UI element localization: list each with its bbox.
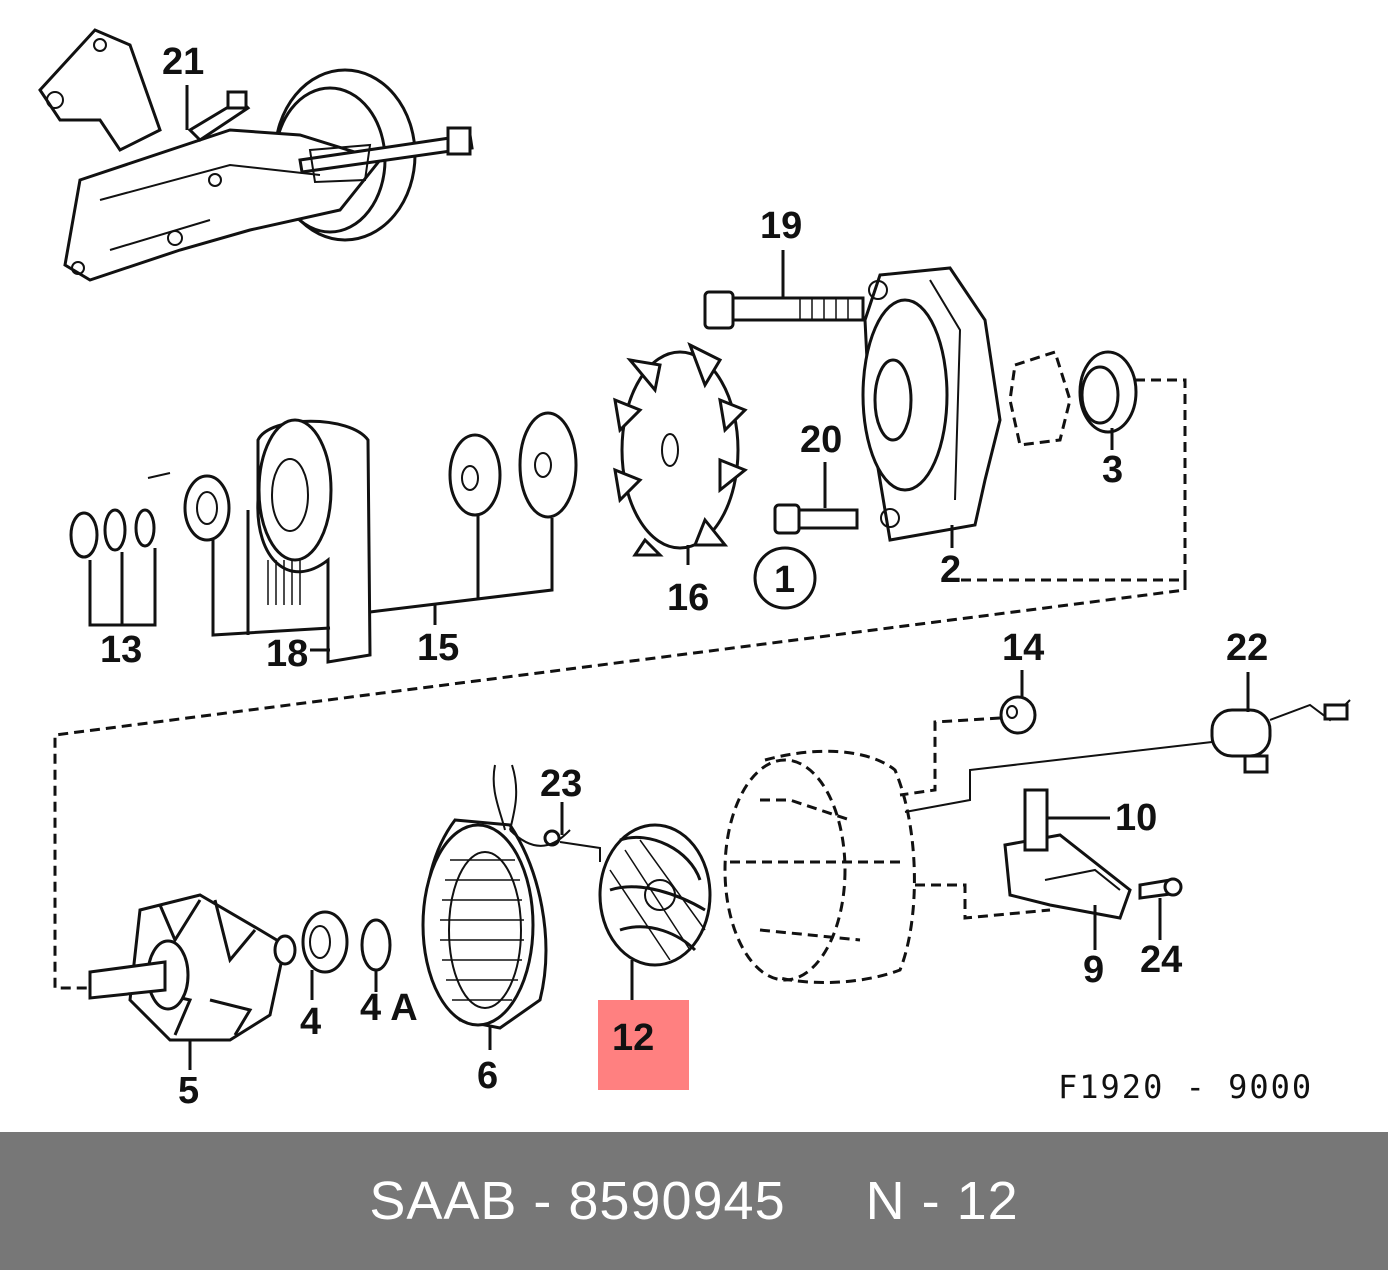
part-label-9: 9 bbox=[1083, 949, 1104, 991]
part-label-19: 19 bbox=[760, 205, 802, 247]
housing-2 bbox=[861, 266, 1002, 548]
part-number-caption: SAAB - 8590945 N - 12 bbox=[369, 1171, 1019, 1231]
part-label-12: 12 bbox=[612, 1017, 654, 1059]
part-label-4a: 4 A bbox=[360, 987, 418, 1029]
highlight-box-12 bbox=[598, 1000, 689, 1090]
part-label-6: 6 bbox=[477, 1055, 498, 1097]
rear-housing bbox=[723, 749, 1051, 985]
part-label-21: 21 bbox=[162, 41, 204, 83]
part-label-4: 4 bbox=[300, 1001, 321, 1043]
bolt-20 bbox=[773, 462, 859, 535]
part-label-1: 1 bbox=[774, 559, 795, 601]
reference-circle-1 bbox=[753, 546, 817, 610]
assembly-path bbox=[53, 580, 1187, 990]
screw-23 bbox=[543, 802, 601, 862]
bearing-4 bbox=[301, 910, 349, 1000]
screw-24 bbox=[1138, 877, 1183, 940]
bearing-3 bbox=[950, 350, 1187, 582]
part-label-14: 14 bbox=[1002, 627, 1044, 669]
part-label-3: 3 bbox=[1102, 449, 1123, 491]
part-label-18: 18 bbox=[266, 633, 308, 675]
part-label-20: 20 bbox=[800, 419, 842, 461]
regulator-9 bbox=[1003, 788, 1132, 950]
part-label-23: 23 bbox=[540, 763, 582, 805]
part-label-2: 2 bbox=[940, 549, 961, 591]
rectifier-12 bbox=[598, 823, 712, 1008]
capacitor-22 bbox=[904, 672, 1351, 813]
pulley-group bbox=[69, 411, 578, 664]
part-label-15: 15 bbox=[417, 627, 459, 669]
exploded-parts-diagram: 21 19 2 20 16 1 bbox=[38, 28, 1351, 1112]
fan-16 bbox=[613, 341, 748, 565]
part-label-22: 22 bbox=[1226, 627, 1268, 669]
bushing-14 bbox=[899, 670, 1037, 797]
part-label-5: 5 bbox=[178, 1070, 199, 1112]
drawing-code: F1920 - 9000 bbox=[1058, 1068, 1313, 1106]
bracket-tensioner-assembly bbox=[38, 28, 474, 282]
o-ring-4a bbox=[360, 918, 392, 972]
part-label-10: 10 bbox=[1115, 797, 1157, 839]
part-label-16: 16 bbox=[667, 577, 709, 619]
part-label-13: 13 bbox=[100, 629, 142, 671]
stator-6 bbox=[421, 764, 571, 1050]
bolt-19 bbox=[703, 250, 865, 330]
part-label-24: 24 bbox=[1140, 939, 1182, 981]
footer-bar: SAAB - 8590945 N - 12 bbox=[0, 1132, 1388, 1270]
rotor-5 bbox=[88, 893, 297, 1070]
